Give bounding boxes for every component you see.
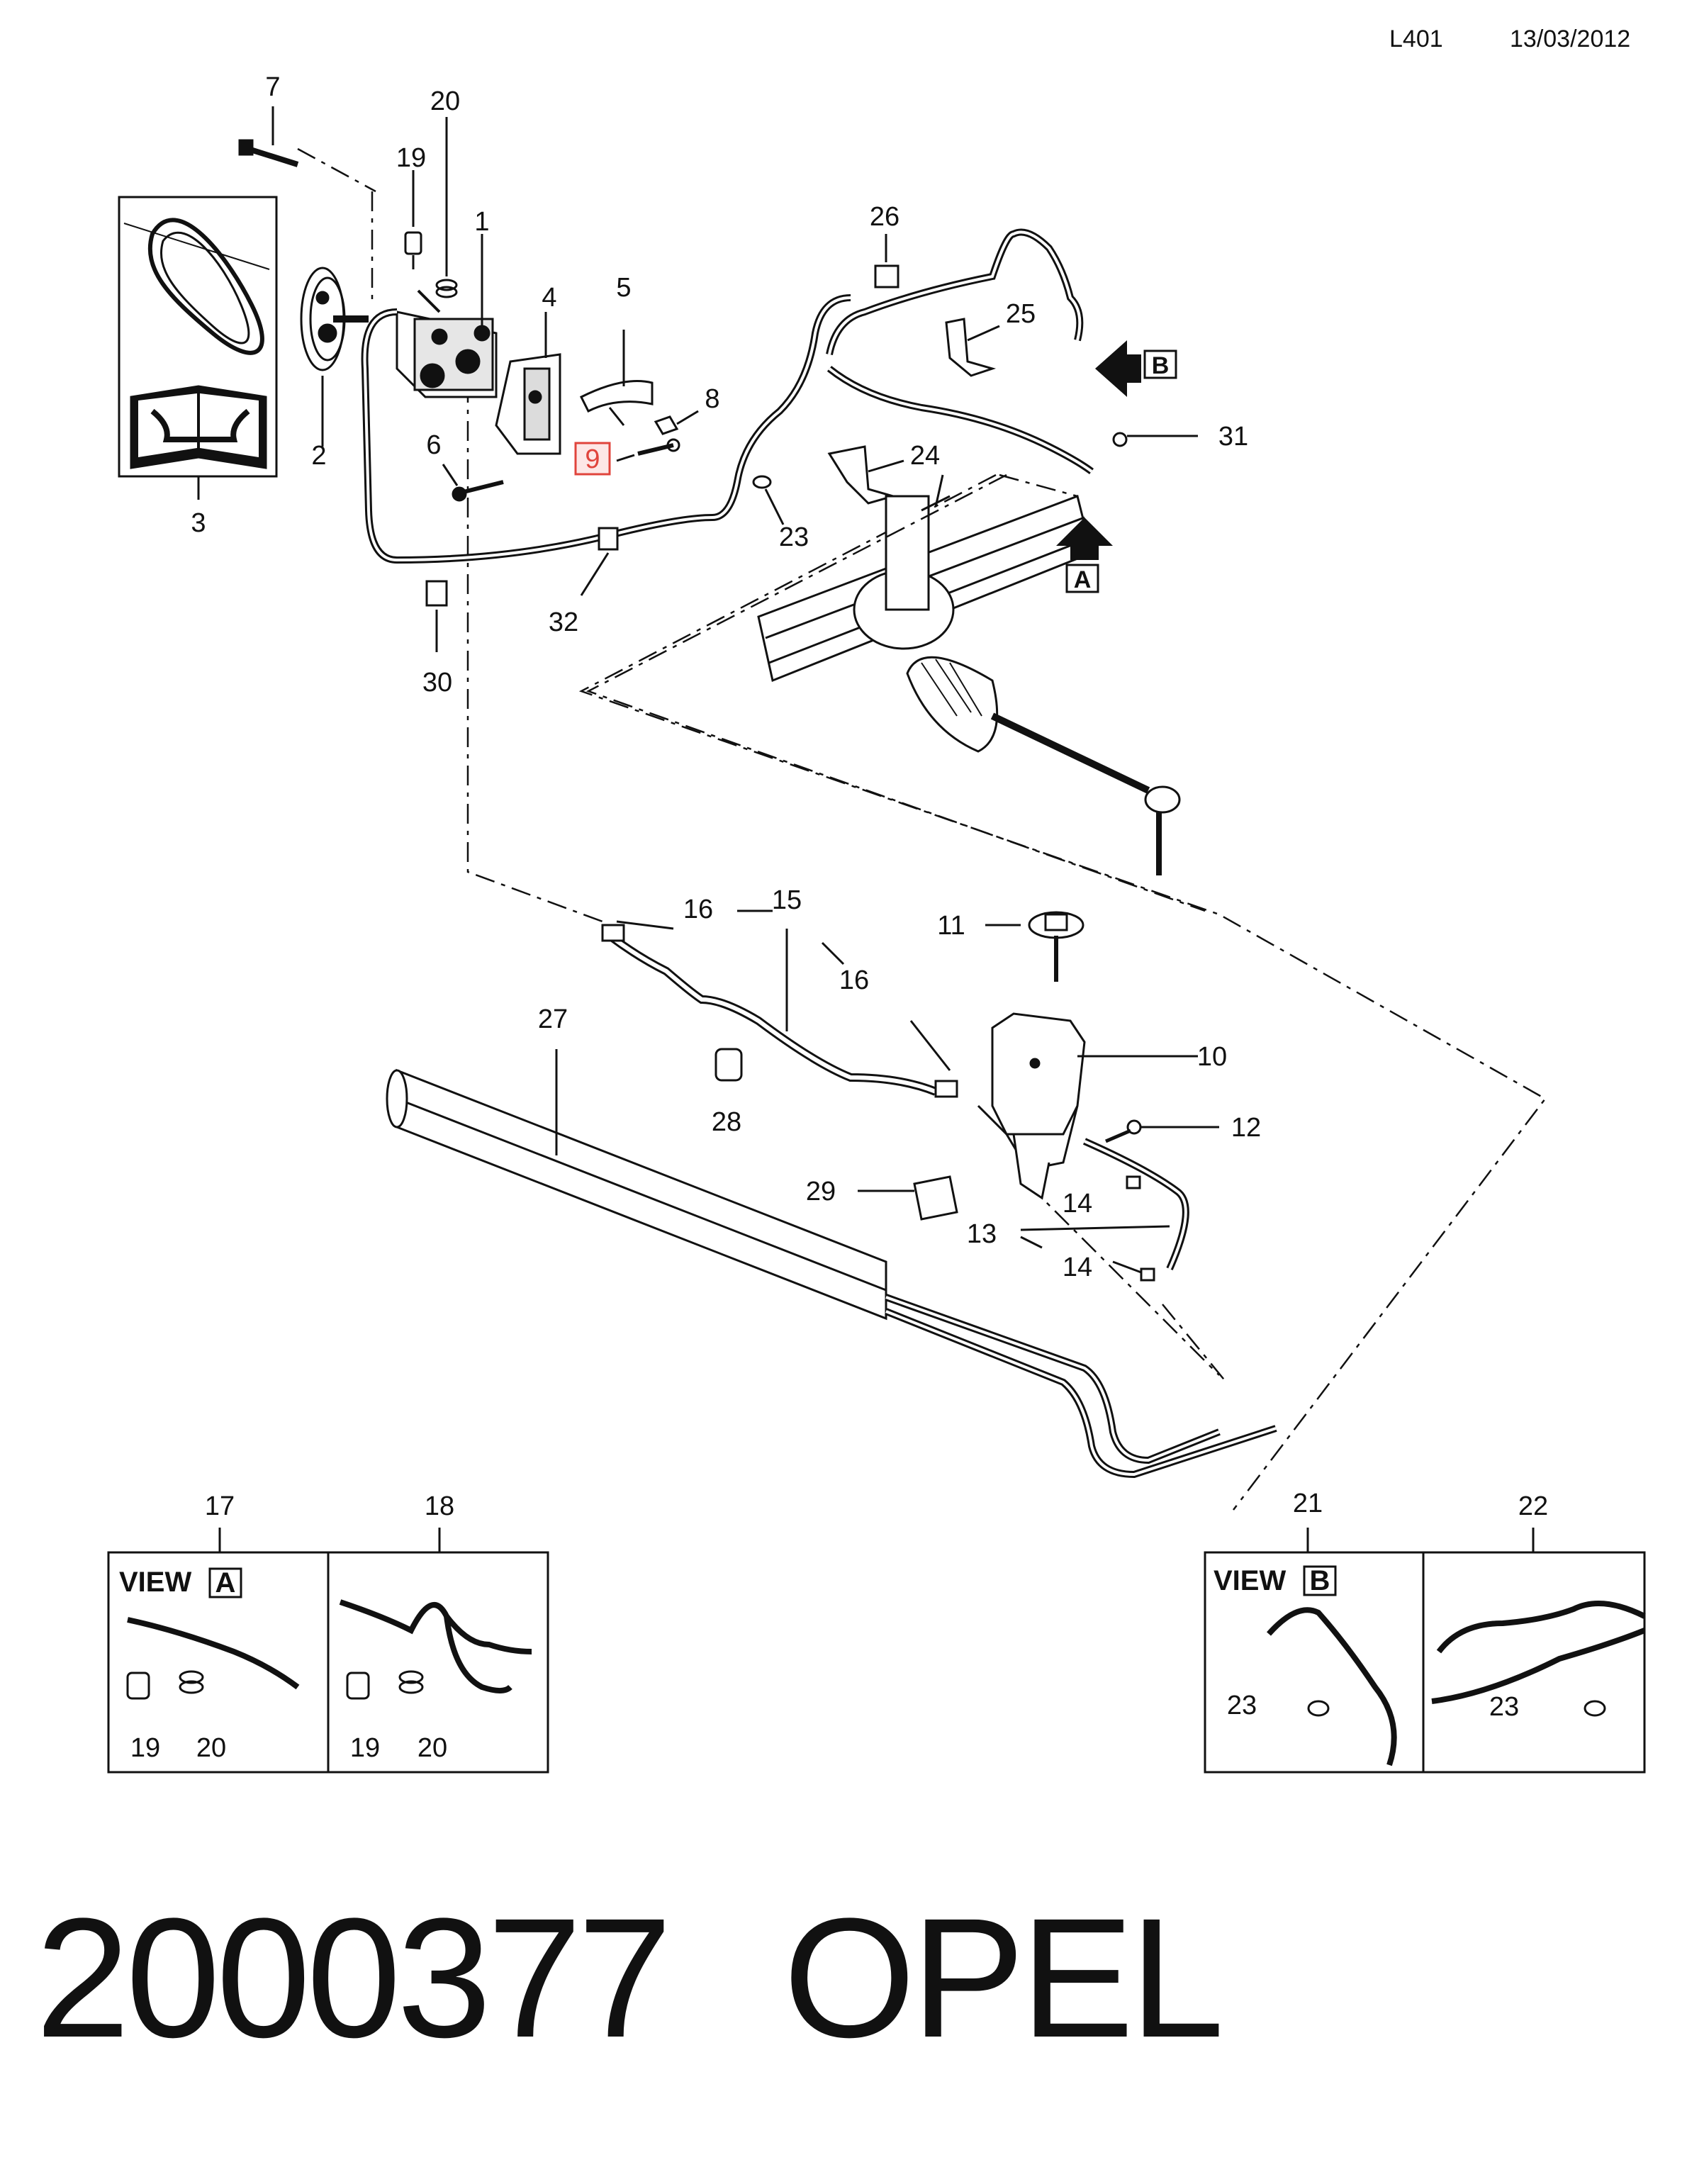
callout-16: 16 xyxy=(839,965,869,995)
dashed-assembly-lines xyxy=(297,147,1547,1511)
pulley xyxy=(300,267,369,371)
callout-24: 24 xyxy=(910,441,940,471)
callout-7: 7 xyxy=(265,72,280,102)
callout-labels: 7 20 19 1 4 5 8 9 6 2 3 26 25 31 24 23 3… xyxy=(130,72,1548,1763)
cap-19 xyxy=(404,231,422,269)
panel-22-hose xyxy=(1431,1601,1646,1704)
oil-cooler-27 xyxy=(386,1068,887,1321)
callout-22: 22 xyxy=(1518,1491,1548,1521)
clip-23-view-b xyxy=(1307,1700,1330,1717)
sheet-date: 13/03/2012 xyxy=(1510,26,1631,52)
bolt-7 xyxy=(238,139,299,167)
callout-10: 10 xyxy=(1197,1042,1227,1072)
clip-28 xyxy=(714,1048,743,1082)
clip-30 xyxy=(425,580,448,607)
callout-16: 16 xyxy=(683,895,713,924)
clamp-14b xyxy=(1140,1267,1155,1282)
callout-6: 6 xyxy=(426,430,441,460)
callout-17: 17 xyxy=(205,1491,235,1521)
callout-31: 31 xyxy=(1218,422,1248,452)
pump-bracket xyxy=(495,353,561,455)
view-b-title: VIEW xyxy=(1214,1565,1286,1596)
callout-23: 23 xyxy=(779,522,809,552)
shim-5 xyxy=(579,330,654,426)
service-manual-book-icon xyxy=(118,196,278,478)
clip-20 xyxy=(435,279,458,298)
callout-26: 26 xyxy=(870,202,899,232)
callout-5: 5 xyxy=(616,273,631,303)
callout-23: 23 xyxy=(1227,1691,1257,1720)
nut-8 xyxy=(654,415,679,435)
callout-21: 21 xyxy=(1293,1489,1323,1518)
callout-11: 11 xyxy=(937,911,965,941)
clip-16a xyxy=(601,924,625,942)
bolt-6 xyxy=(452,480,504,502)
callout-18: 18 xyxy=(425,1491,454,1521)
callout-13: 13 xyxy=(967,1219,997,1249)
arrow-a-icon: A xyxy=(1056,517,1113,593)
view-b-letter: B xyxy=(1310,1565,1330,1596)
callout-25: 25 xyxy=(1006,299,1036,329)
brand-name: OPEL xyxy=(783,1883,1224,2073)
callout-2: 2 xyxy=(311,441,326,471)
panel-view-a-parts xyxy=(126,1670,424,1700)
callout-19: 19 xyxy=(130,1733,160,1763)
callout-19: 19 xyxy=(350,1733,380,1763)
callout-30: 30 xyxy=(422,668,452,698)
callout-29: 29 xyxy=(806,1177,836,1206)
clamp-14a xyxy=(1126,1175,1141,1189)
callout-20: 20 xyxy=(196,1733,226,1763)
callout-20: 20 xyxy=(417,1733,447,1763)
panel-titles: VIEW A VIEW B xyxy=(119,1565,1337,1598)
bolt-31 xyxy=(1112,432,1128,447)
callout-14: 14 xyxy=(1063,1189,1092,1219)
bolt-12 xyxy=(1126,1119,1142,1135)
view-a-title: VIEW xyxy=(119,1567,191,1598)
callout-12: 12 xyxy=(1231,1113,1261,1143)
callout-1: 1 xyxy=(474,207,489,237)
callout-27: 27 xyxy=(538,1004,568,1034)
callout-28: 28 xyxy=(712,1107,741,1137)
clip-16b xyxy=(934,1080,958,1098)
sheet-code: L401 xyxy=(1389,26,1443,52)
clip-23-panel-22 xyxy=(1584,1700,1606,1717)
arrow-b-icon: B xyxy=(1095,340,1177,397)
clip-26 xyxy=(874,264,899,289)
bolt-9 xyxy=(637,438,680,456)
panel-18-hose xyxy=(339,1599,532,1693)
panel-view-b-hose xyxy=(1267,1607,1397,1766)
view-marker-a: A xyxy=(1074,566,1092,593)
reservoir-cap-11 xyxy=(1028,911,1084,982)
clip-32 xyxy=(598,527,619,551)
callout-15: 15 xyxy=(772,885,802,915)
return-hose-15 xyxy=(607,932,938,1096)
clip-23 xyxy=(752,475,772,489)
callout-4: 4 xyxy=(542,283,556,313)
power-steering-pump xyxy=(396,289,498,398)
callout-19: 19 xyxy=(396,143,426,173)
view-a-letter: A xyxy=(215,1567,236,1598)
part-number: 2000377 xyxy=(35,1883,672,2073)
steering-rack xyxy=(757,474,1181,875)
bracket-25 xyxy=(945,318,997,377)
reservoir-10 xyxy=(977,1012,1086,1200)
view-marker-b: B xyxy=(1152,352,1170,379)
callout-3: 3 xyxy=(191,508,206,538)
callout-9-highlight xyxy=(574,442,611,476)
callout-23: 23 xyxy=(1489,1692,1519,1722)
panel-view-a-hose xyxy=(127,1617,300,1690)
panel-view-a xyxy=(107,1551,549,1774)
bracket-24 xyxy=(827,445,897,505)
callout-9: 9 xyxy=(585,444,600,474)
callout-14: 14 xyxy=(1063,1253,1092,1282)
callout-32: 32 xyxy=(549,607,578,637)
hose-13 xyxy=(1082,1138,1189,1271)
callout-20: 20 xyxy=(430,86,460,116)
panel-view-b xyxy=(1204,1551,1646,1774)
callout-8: 8 xyxy=(705,384,719,414)
clip-29 xyxy=(913,1175,958,1221)
